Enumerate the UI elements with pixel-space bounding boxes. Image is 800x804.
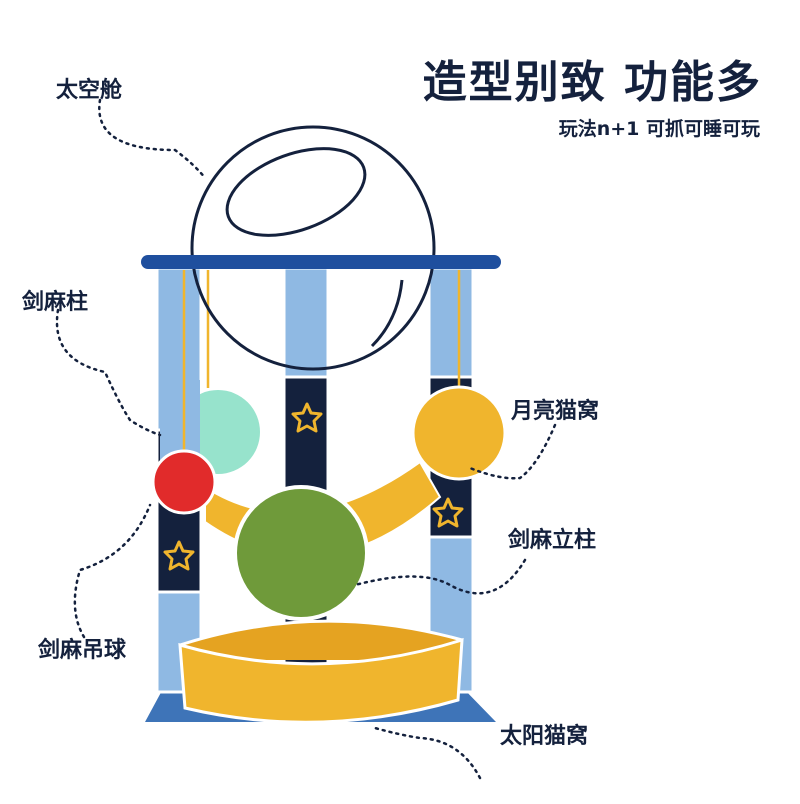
label-sun-nest: 太阳猫窝 [500,724,589,749]
leader-lines [55,98,557,780]
top-bar [141,255,501,269]
sisal-ball [151,449,217,515]
page-title: 造型别致 功能多 [422,57,762,108]
capsule-reflection [370,279,404,348]
star-icon [432,497,464,528]
star-icon [163,540,195,571]
middle-post [282,266,330,380]
sun-nest-inner [180,621,462,660]
sun-nest [178,637,464,724]
star-icon [291,402,323,433]
green-ball [233,485,369,621]
label-capsule: 太空舱 [56,78,123,103]
label-sisal-pillar: 剑麻立柱 [508,528,597,553]
page-subtitle: 玩法n+1 可抓可睡可玩 [558,118,760,140]
moon-nest [411,385,507,481]
label-sisal-ball: 剑麻吊球 [38,638,127,663]
space-capsule [190,125,436,371]
label-sisal-post: 剑麻柱 [22,290,89,315]
capsule-highlight [225,147,367,237]
label-moon-nest: 月亮猫窝 [511,399,600,424]
